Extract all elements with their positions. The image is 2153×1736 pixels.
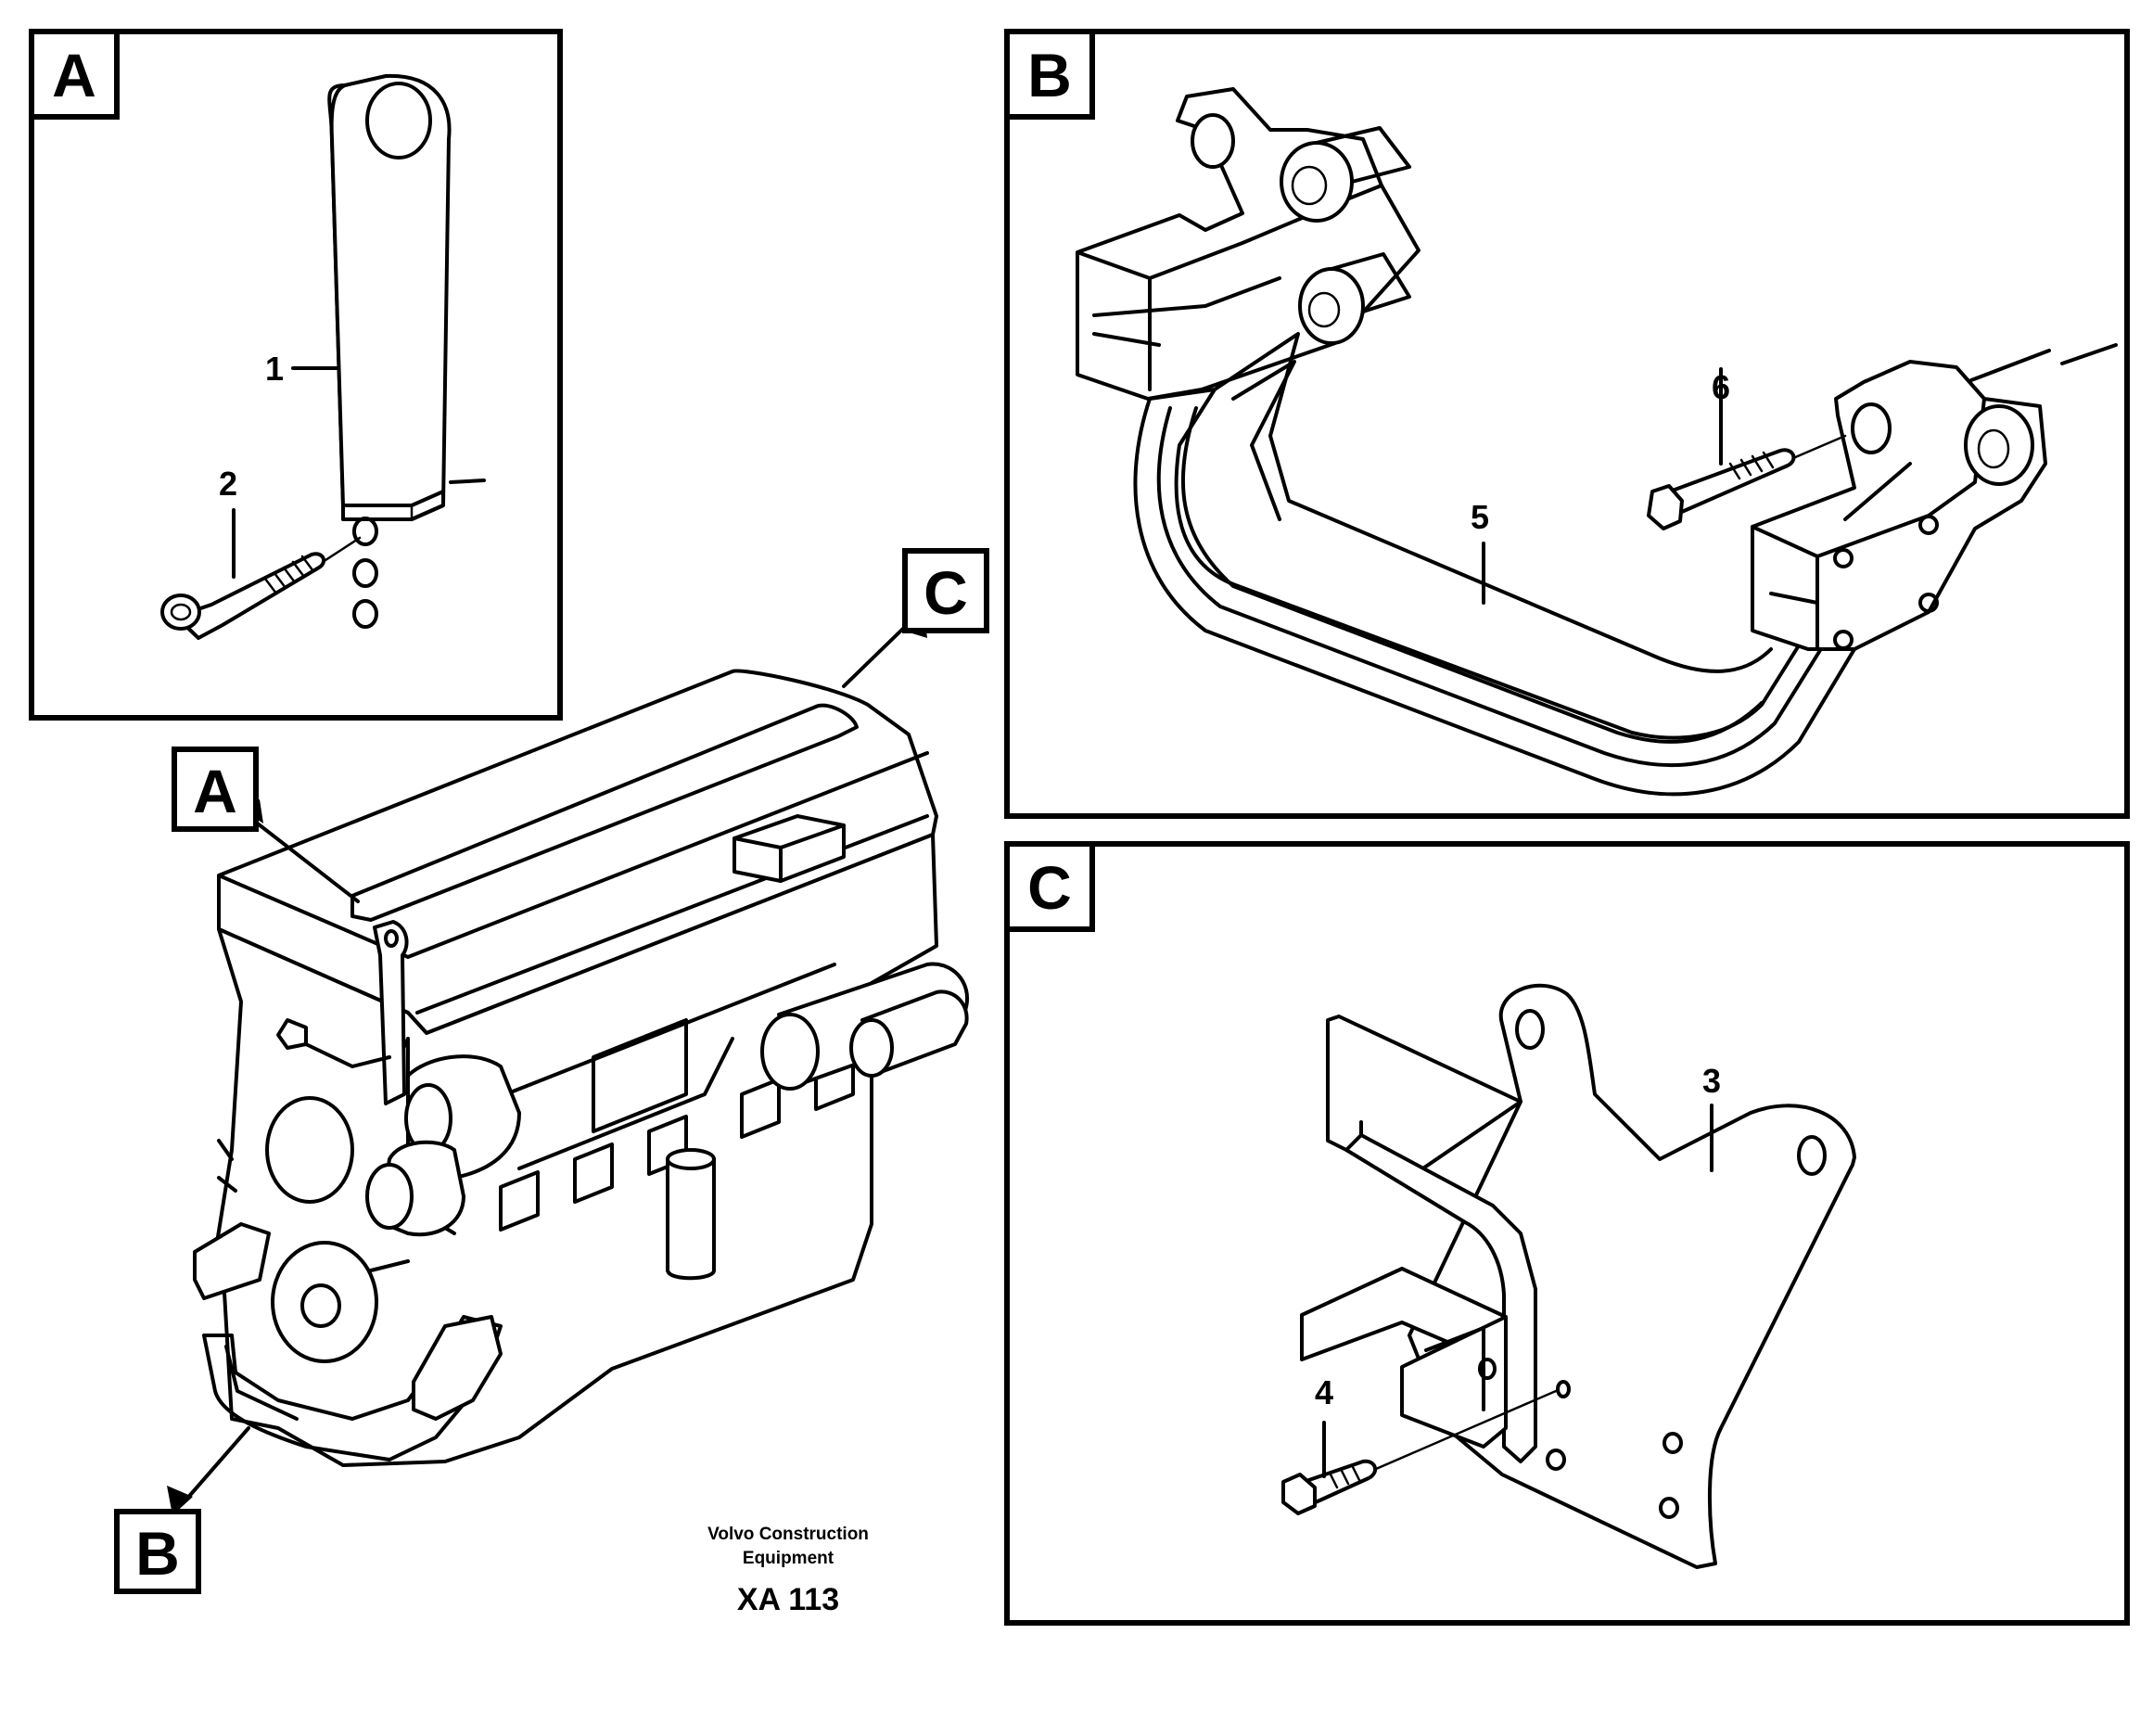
- pointer-a-letter: A: [193, 757, 237, 825]
- brand-line1: Volvo Construction: [707, 1525, 869, 1544]
- panel-a-frame: [29, 29, 563, 721]
- panel-b-tag: [1004, 29, 1095, 120]
- flange-bolt-c: [1281, 1389, 1558, 1515]
- callout-part4: 4: [1315, 1373, 1333, 1411]
- pointer-c-tag: [902, 548, 989, 633]
- callout-part6: 6: [1712, 368, 1730, 406]
- pointer-c-letter: C: [924, 558, 968, 627]
- footer: Volvo Construction Equipment XA 113: [707, 1525, 869, 1617]
- pointer-c-line: [842, 621, 911, 688]
- panel-c: C 3 4: [1004, 841, 2130, 1626]
- panel-b: B: [1004, 29, 2130, 819]
- pointer-b-letter: B: [135, 1519, 180, 1588]
- flange-bolt: [1647, 434, 1847, 530]
- brand-line2: Equipment: [743, 1549, 834, 1568]
- pointer-a-tag: [172, 747, 259, 832]
- callout-part3: 3: [1702, 1062, 1721, 1100]
- panel-b-letter: B: [1027, 41, 1072, 109]
- panel-c-letter: C: [1027, 853, 1072, 922]
- lifting-eye-bracket: [327, 73, 486, 629]
- drawing-code: XA 113: [737, 1582, 839, 1617]
- pointer-a-line: [248, 816, 360, 903]
- pointer-b-tag: [114, 1509, 201, 1594]
- callout-part2: 2: [219, 465, 237, 503]
- panel-a-tag: [29, 29, 120, 120]
- pointer-b-arrow: [167, 1486, 193, 1515]
- mount-bracket: [1076, 87, 2118, 797]
- callout-part5: 5: [1471, 498, 1489, 536]
- pointer-b-line: [184, 1426, 250, 1502]
- panel-c-tag: [1004, 841, 1095, 932]
- panel-a: A 1 2: [29, 29, 563, 721]
- callout-part1: 1: [265, 350, 284, 388]
- cap-screw: [160, 536, 362, 640]
- panel-a-letter: A: [52, 41, 96, 109]
- support-plate: [1300, 983, 1856, 1569]
- engine-overview: A C B: [114, 548, 989, 1594]
